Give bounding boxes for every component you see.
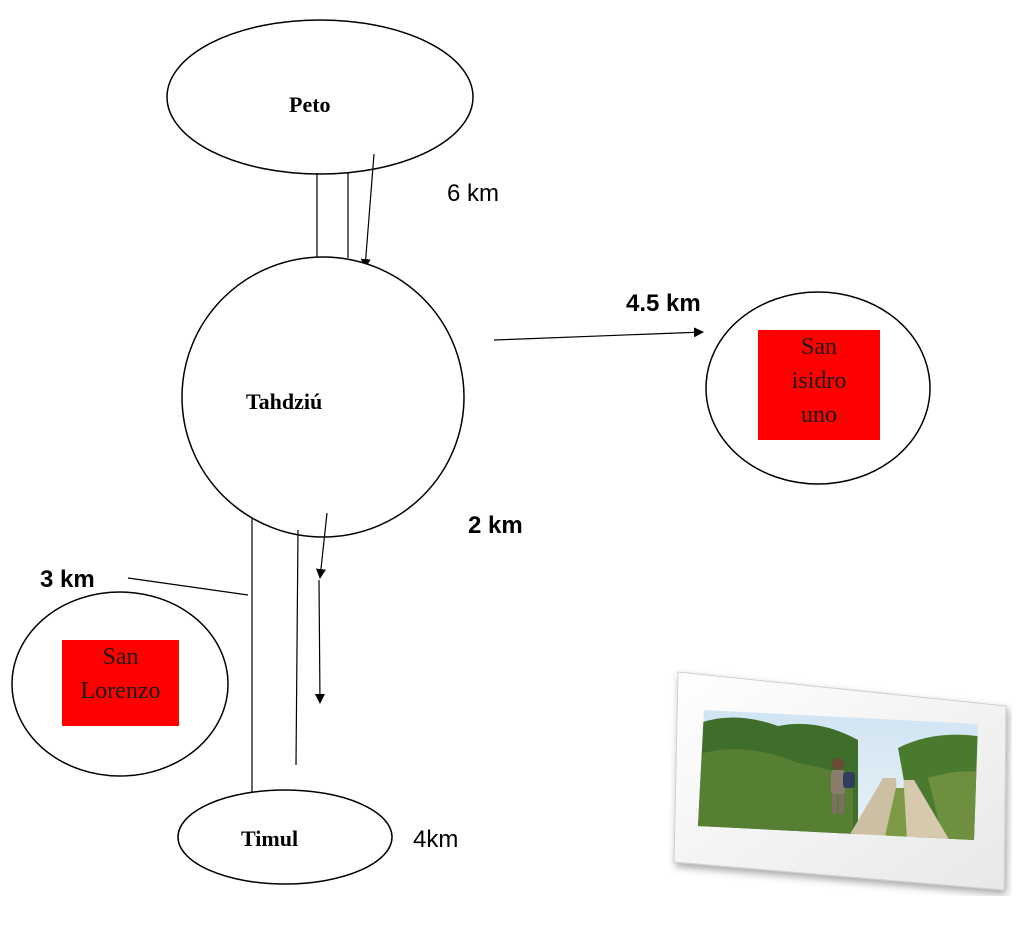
peto-label: Peto (289, 92, 331, 117)
san-isidro-label-line3: uno (801, 402, 837, 428)
san-isidro-label-line2: isidro (791, 368, 847, 394)
distance-tahdziu-san-isidro: 4.5 km (626, 290, 701, 317)
timul-label: Timul (241, 826, 299, 851)
distance-peto-tahdziu: 6 km (447, 180, 500, 207)
arrow-south-2 (314, 579, 325, 704)
tahdziu-node (181, 256, 465, 538)
arrow-peto-tahdziu (360, 153, 375, 269)
distance-timul: 4km (413, 826, 459, 853)
san-isidro-box: San isidro uno (758, 330, 880, 440)
san-lorenzo-pointer (127, 577, 249, 596)
san-isidro-label-line1: San (801, 334, 837, 360)
san-lorenzo-box: San Lorenzo (62, 640, 179, 726)
timul-node (177, 789, 393, 885)
tahdziu-label: Tahdziú (246, 389, 323, 414)
road-photo (673, 671, 1007, 891)
san-lorenzo-label-line1: San (102, 644, 139, 670)
distance-tahdziu-south: 2 km (468, 512, 523, 539)
san-lorenzo-label-line2: Lorenzo (80, 678, 161, 704)
distance-san-lorenzo: 3 km (40, 566, 95, 593)
peto-node (166, 19, 474, 175)
arrow-south-1 (315, 512, 328, 579)
arrow-tahdziu-san-isidro (493, 327, 704, 341)
south-road-right (295, 529, 299, 766)
